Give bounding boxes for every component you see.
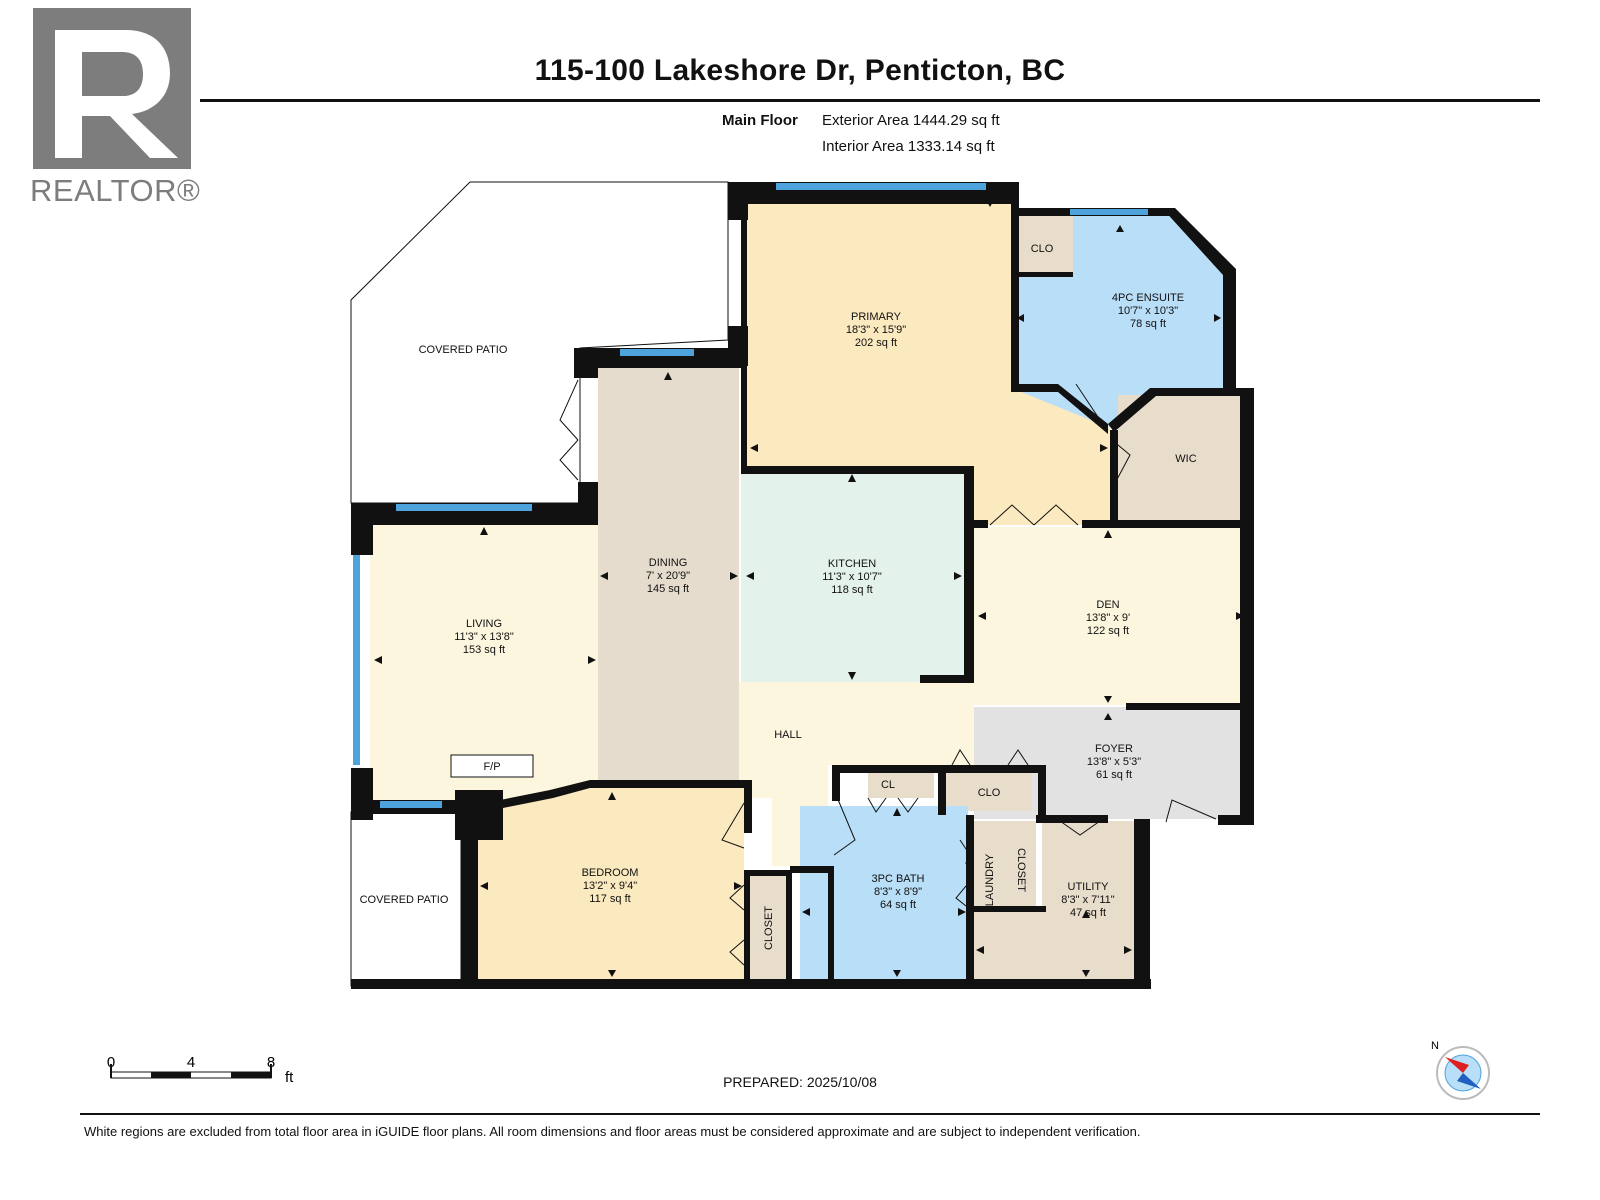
utility-area: 47 sq ft xyxy=(1070,907,1106,919)
scale-tick-0: 0 xyxy=(107,1054,115,1071)
disclaimer-text: White regions are excluded from total fl… xyxy=(84,1124,1141,1139)
clo-top-label: CLO xyxy=(1031,243,1054,255)
dining-label: DINING xyxy=(649,557,688,569)
floor-name: Main Floor xyxy=(722,112,798,129)
bath-dims: 8'3" x 8'9" xyxy=(874,886,922,898)
fireplace-box xyxy=(450,754,534,778)
wic-fill xyxy=(1118,395,1248,525)
dining-fill xyxy=(598,368,739,788)
bedroom-label: BEDROOM xyxy=(582,867,639,879)
ensuite-label: 4PC ENSUITE xyxy=(1112,292,1184,304)
room-labels: COVERED PATIO PRIMARY 18'3" x 15'9" 202 … xyxy=(360,243,1197,950)
covered-patio-bottom-area xyxy=(350,811,462,987)
bath-area: 64 sq ft xyxy=(880,899,916,911)
primary-area: 202 sq ft xyxy=(855,337,897,349)
prepared-date: PREPARED: 2025/10/08 xyxy=(723,1074,877,1090)
laundry-fill xyxy=(974,821,1004,906)
scale-unit: ft xyxy=(285,1069,294,1086)
primary-label: PRIMARY xyxy=(851,311,902,323)
cl-label: CL xyxy=(881,779,895,791)
kitchen-dims: 11'3" x 10'7" xyxy=(822,571,882,583)
ensuite-dims: 10'7" x 10'3" xyxy=(1118,305,1178,317)
exterior-area: Exterior Area 1444.29 sq ft xyxy=(822,112,1000,129)
fp-label: F/P xyxy=(483,761,500,773)
closet-laundry-fill xyxy=(1004,821,1036,906)
clo-mid-label: CLO xyxy=(978,787,1001,799)
scale-tick-4: 4 xyxy=(187,1054,195,1071)
cl-fill xyxy=(868,771,934,798)
scale-tick-8: 8 xyxy=(267,1054,275,1071)
kitchen-fill xyxy=(741,470,964,682)
foyer-label: FOYER xyxy=(1095,743,1133,755)
door-swings xyxy=(559,379,1217,966)
realtor-wordmark: REALTOR® xyxy=(30,173,201,208)
utility-dims: 8'3" x 7'11" xyxy=(1061,894,1114,906)
compass-north-label: N xyxy=(1431,1040,1439,1052)
bedroom-fill xyxy=(478,787,744,979)
bedroom-dims: 13'2" x 9'4" xyxy=(583,880,637,892)
closet-bed-label: CLOSET xyxy=(763,906,775,950)
ensuite-area: 78 sq ft xyxy=(1130,318,1166,330)
bath-label: 3PC BATH xyxy=(872,873,925,885)
den-label: DEN xyxy=(1096,599,1119,611)
foyer-area: 61 sq ft xyxy=(1096,769,1132,781)
header-divider xyxy=(200,99,1540,102)
primary-fill xyxy=(741,200,1110,525)
hall-label: HALL xyxy=(774,729,802,741)
realtor-logo xyxy=(33,8,191,169)
hall-fill xyxy=(739,682,974,866)
interior-area: Interior Area 1333.14 sq ft xyxy=(822,138,995,155)
covered-patio-top-label: COVERED PATIO xyxy=(419,344,508,356)
living-fill xyxy=(370,523,598,800)
bedroom-area: 117 sq ft xyxy=(589,893,630,905)
closet-laundry-label: CLOSET xyxy=(1015,848,1027,892)
den-dims: 13'8" x 9' xyxy=(1086,612,1130,624)
clo-top-fill xyxy=(1011,213,1073,275)
living-label: LIVING xyxy=(466,618,502,630)
dimension-markers xyxy=(374,200,1244,977)
living-area: 153 sq ft xyxy=(463,644,505,656)
dining-dims: 7' x 20'9" xyxy=(646,570,690,582)
covered-patio-bottom-label: COVERED PATIO xyxy=(360,894,449,906)
primary-dims: 18'3" x 15'9" xyxy=(846,324,906,336)
property-address-title: 115-100 Lakeshore Dr, Penticton, BC xyxy=(534,54,1066,87)
laundry-label: LAUNDRY xyxy=(984,853,996,906)
den-fill xyxy=(974,527,1248,705)
compass-icon: N xyxy=(1431,1040,1490,1100)
foyer-dims: 13'8" x 5'3" xyxy=(1087,756,1141,768)
living-dims: 11'3" x 13'8" xyxy=(454,631,514,643)
utility-label: UTILITY xyxy=(1068,881,1110,893)
footer-divider xyxy=(80,1113,1540,1115)
closet-bed-fill xyxy=(750,876,786,979)
windows xyxy=(353,183,1148,808)
wic-label: WIC xyxy=(1175,453,1196,465)
den-area: 122 sq ft xyxy=(1087,625,1129,637)
kitchen-area: 118 sq ft xyxy=(831,584,872,596)
utility-upper-fill xyxy=(1042,821,1134,906)
clo-mid-fill xyxy=(944,771,1032,811)
kitchen-label: KITCHEN xyxy=(828,558,876,570)
dining-area: 145 sq ft xyxy=(647,583,689,595)
scale-bar: 0 4 8 ft xyxy=(107,1054,294,1086)
utility-fill xyxy=(974,906,1134,979)
